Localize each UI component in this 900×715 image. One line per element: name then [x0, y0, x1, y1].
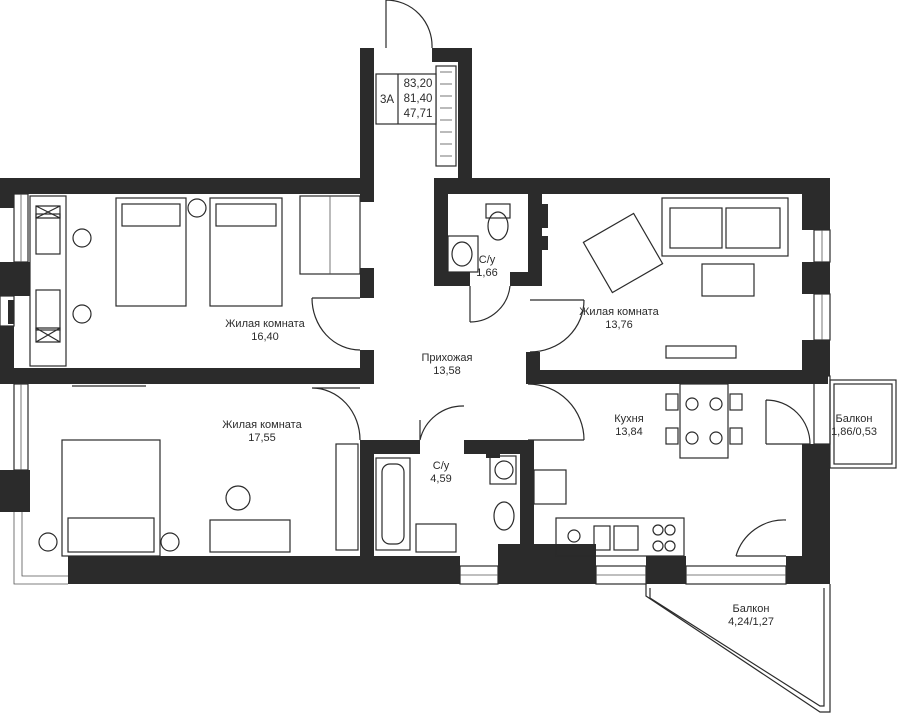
room-name-living-room-2: Жилая комната — [579, 306, 659, 318]
room-name-bathroom-small: С/у — [479, 254, 496, 266]
room-area-balcony-2: 4,24/1,27 — [728, 616, 774, 628]
room-area-kitchen: 13,84 — [615, 426, 643, 438]
room-area-bathroom-large: 4,59 — [430, 473, 451, 485]
room-labels: Жилая комната 16,40 Прихожая 13,58 С/у 1… — [222, 254, 877, 628]
area-total: 83,20 — [404, 78, 433, 90]
room-area-bathroom-small: 1,66 — [476, 267, 497, 279]
outer-walls — [0, 48, 830, 584]
room-area-balcony-1: 1,86/0,53 — [831, 426, 877, 438]
balconies — [645, 379, 897, 713]
room-name-balcony-2: Балкон — [733, 603, 770, 615]
interior-walls — [0, 178, 828, 556]
windows — [0, 193, 831, 585]
room-area-living-room-2: 13,76 — [605, 319, 633, 331]
room-area-living-room-1: 16,40 — [251, 331, 279, 343]
doors — [311, 0, 811, 557]
room-area-hallway: 13,58 — [433, 365, 461, 377]
area-living-net: 81,40 — [404, 93, 433, 105]
apartment-tag: 3А 83,20 81,40 47,71 — [375, 73, 437, 125]
apartment-type: 3А — [380, 94, 394, 106]
room-name-living-room-1: Жилая комната — [225, 318, 305, 330]
area-living: 47,71 — [404, 108, 433, 120]
room-name-kitchen: Кухня — [614, 413, 643, 425]
room-name-balcony-1: Балкон — [836, 413, 873, 425]
room-name-bathroom-large: С/у — [433, 460, 450, 472]
room-name-hallway: Прихожая — [422, 352, 473, 364]
room-name-living-room-3: Жилая комната — [222, 419, 302, 431]
room-area-living-room-3: 17,55 — [248, 432, 276, 444]
furniture — [29, 65, 789, 557]
